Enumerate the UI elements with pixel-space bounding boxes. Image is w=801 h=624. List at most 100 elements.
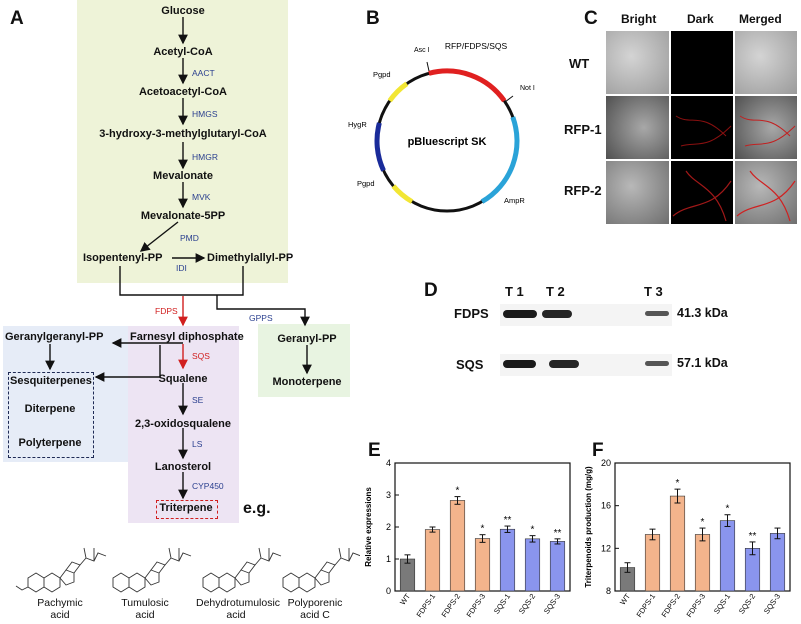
x-tick-label: FDPS-1	[634, 592, 657, 619]
tumulosic-acid-structure	[112, 547, 192, 593]
triterpene-label: Triterpene	[159, 502, 213, 514]
fdps-band-t3	[645, 311, 669, 316]
plasmid-map: pBluescript SK RFP/FDPS/SQS Asc I Not I …	[348, 41, 535, 213]
ampr-label: AmpR	[504, 196, 525, 205]
sqs-band-t1	[503, 360, 536, 368]
y-axis-label: Triterpenoids production (mg/g)	[584, 466, 593, 588]
x-tick-label: FDPS-1	[414, 592, 437, 619]
aact-enzyme-label: AACT	[192, 68, 215, 78]
polyterpene-label: Polyterpene	[18, 437, 82, 449]
isopentenyl-pp-label: Isopentenyl-PP	[83, 252, 163, 264]
mvk-enzyme-label: MVK	[192, 192, 211, 202]
bar-sqs-3	[769, 533, 786, 592]
panel-d-label: D	[424, 280, 438, 301]
sqs-band-t3	[645, 361, 669, 366]
x-tick-label: FDPS-2	[439, 592, 462, 619]
lane-t3: T 3	[644, 284, 663, 299]
monoterpene-label: Monoterpene	[272, 376, 342, 388]
se-enzyme-label: SE	[192, 395, 204, 405]
acetoacetyl-coa-label: Acetoacetyl-CoA	[138, 86, 228, 98]
column-bright: Bright	[621, 12, 657, 26]
sqs-size-label: 57.1 kDa	[677, 356, 728, 370]
sqs-row-label: SQS	[456, 357, 484, 372]
row-wt: WT	[569, 56, 590, 71]
mevalonate-pathway-box	[77, 0, 288, 283]
sesquiterpenes-label: Sesquiterpenes	[10, 375, 92, 387]
bar-fdps-2	[449, 500, 466, 592]
panel-a-label: A	[10, 8, 24, 29]
y-tick-label: 12	[601, 543, 611, 553]
ampr-segment	[480, 116, 520, 204]
significance-mark: *	[531, 525, 535, 536]
x-tick-label: SQS-2	[517, 592, 537, 616]
rfp-fdps-sqs-segment	[428, 68, 507, 103]
asc-site-tick	[426, 61, 430, 72]
y-axis-label: Relative expressions	[364, 487, 373, 567]
triterpene-dashed-box	[156, 500, 218, 519]
compound-name-3: Dehydrotumulosic acid	[196, 597, 281, 621]
y-tick-label: 1	[386, 554, 391, 564]
hmgr-enzyme-label: HMGR	[192, 152, 218, 162]
pgpd-bottom-segment	[391, 184, 414, 204]
panel-b-label: B	[366, 8, 380, 29]
lane-t2: T 2	[546, 284, 565, 299]
y-tick-label: 4	[386, 458, 391, 468]
image-rfp1-dark	[671, 96, 733, 159]
column-dark: Dark	[687, 12, 714, 26]
y-tick-label: 20	[601, 458, 611, 468]
x-tick-label: SQS-3	[762, 592, 782, 616]
oxidosqualene-label: 2,3-oxidosqualene	[135, 418, 231, 430]
sqs-blot-strip	[500, 354, 672, 376]
lane-t1: T 1	[505, 284, 524, 299]
eg-label: e.g.	[243, 500, 271, 517]
panel-f-label: F	[592, 440, 604, 461]
image-wt-dark	[671, 31, 733, 94]
bar-sqs-1	[719, 520, 736, 592]
sqs-band-t2	[549, 360, 579, 368]
pgpd-top-segment	[387, 81, 409, 103]
significance-mark: **	[554, 528, 562, 539]
hygr-segment	[374, 122, 386, 172]
sesquiterpene-dashed-box	[8, 372, 94, 458]
dimethylallyl-pp-label: Dimethylallyl-PP	[207, 252, 294, 264]
geranyl-pp-label: Geranyl-PP	[277, 333, 337, 345]
hmgs-enzyme-label: HMGS	[192, 109, 218, 119]
y-tick-label: 2	[386, 522, 391, 532]
image-rfp1-merged	[735, 96, 797, 159]
lanosterol-label: Lanosterol	[154, 461, 212, 473]
idi-enzyme-label: IDI	[176, 263, 187, 273]
pgpd-bottom-label: Pgpd	[357, 179, 375, 188]
image-wt-merged	[735, 31, 797, 94]
bar-sqs-2	[524, 538, 541, 592]
row-rfp-2: RFP-2	[564, 183, 602, 198]
monoterpene-box	[258, 324, 350, 397]
bar-fdps-2	[669, 495, 686, 592]
x-tick-label: WT	[618, 592, 632, 607]
image-rfp1-bright	[606, 96, 669, 159]
asc-i-label: Asc I	[414, 47, 430, 54]
rfp-fdps-sqs-label: RFP/FDPS/SQS	[445, 41, 508, 51]
fdps-blot-strip	[500, 304, 672, 326]
significance-mark: *	[481, 524, 485, 535]
image-rfp2-bright	[606, 161, 669, 224]
pachymic-acid-structure	[15, 547, 107, 593]
panel-c-label: C	[584, 8, 598, 29]
y-tick-label: 8	[606, 586, 611, 596]
bar-fdps-3	[474, 538, 491, 592]
hygr-label: HygR	[348, 120, 367, 129]
image-wt-bright	[606, 31, 669, 94]
fdps-band-t2	[542, 310, 572, 318]
acetyl-coa-label: Acetyl-CoA	[153, 46, 213, 58]
x-tick-label: SQS-1	[712, 592, 732, 616]
y-tick-label: 16	[601, 501, 611, 511]
not-site-tick	[504, 95, 514, 103]
significance-mark: *	[701, 517, 705, 528]
significance-mark: **	[749, 531, 757, 542]
sesquiterpene-box	[3, 326, 128, 462]
dehydrotumulosic-acid-structure	[202, 547, 282, 593]
pathway-arrows	[45, 17, 312, 500]
sqs-enzyme-label: SQS	[192, 351, 210, 361]
panel-e-label: E	[368, 440, 381, 461]
